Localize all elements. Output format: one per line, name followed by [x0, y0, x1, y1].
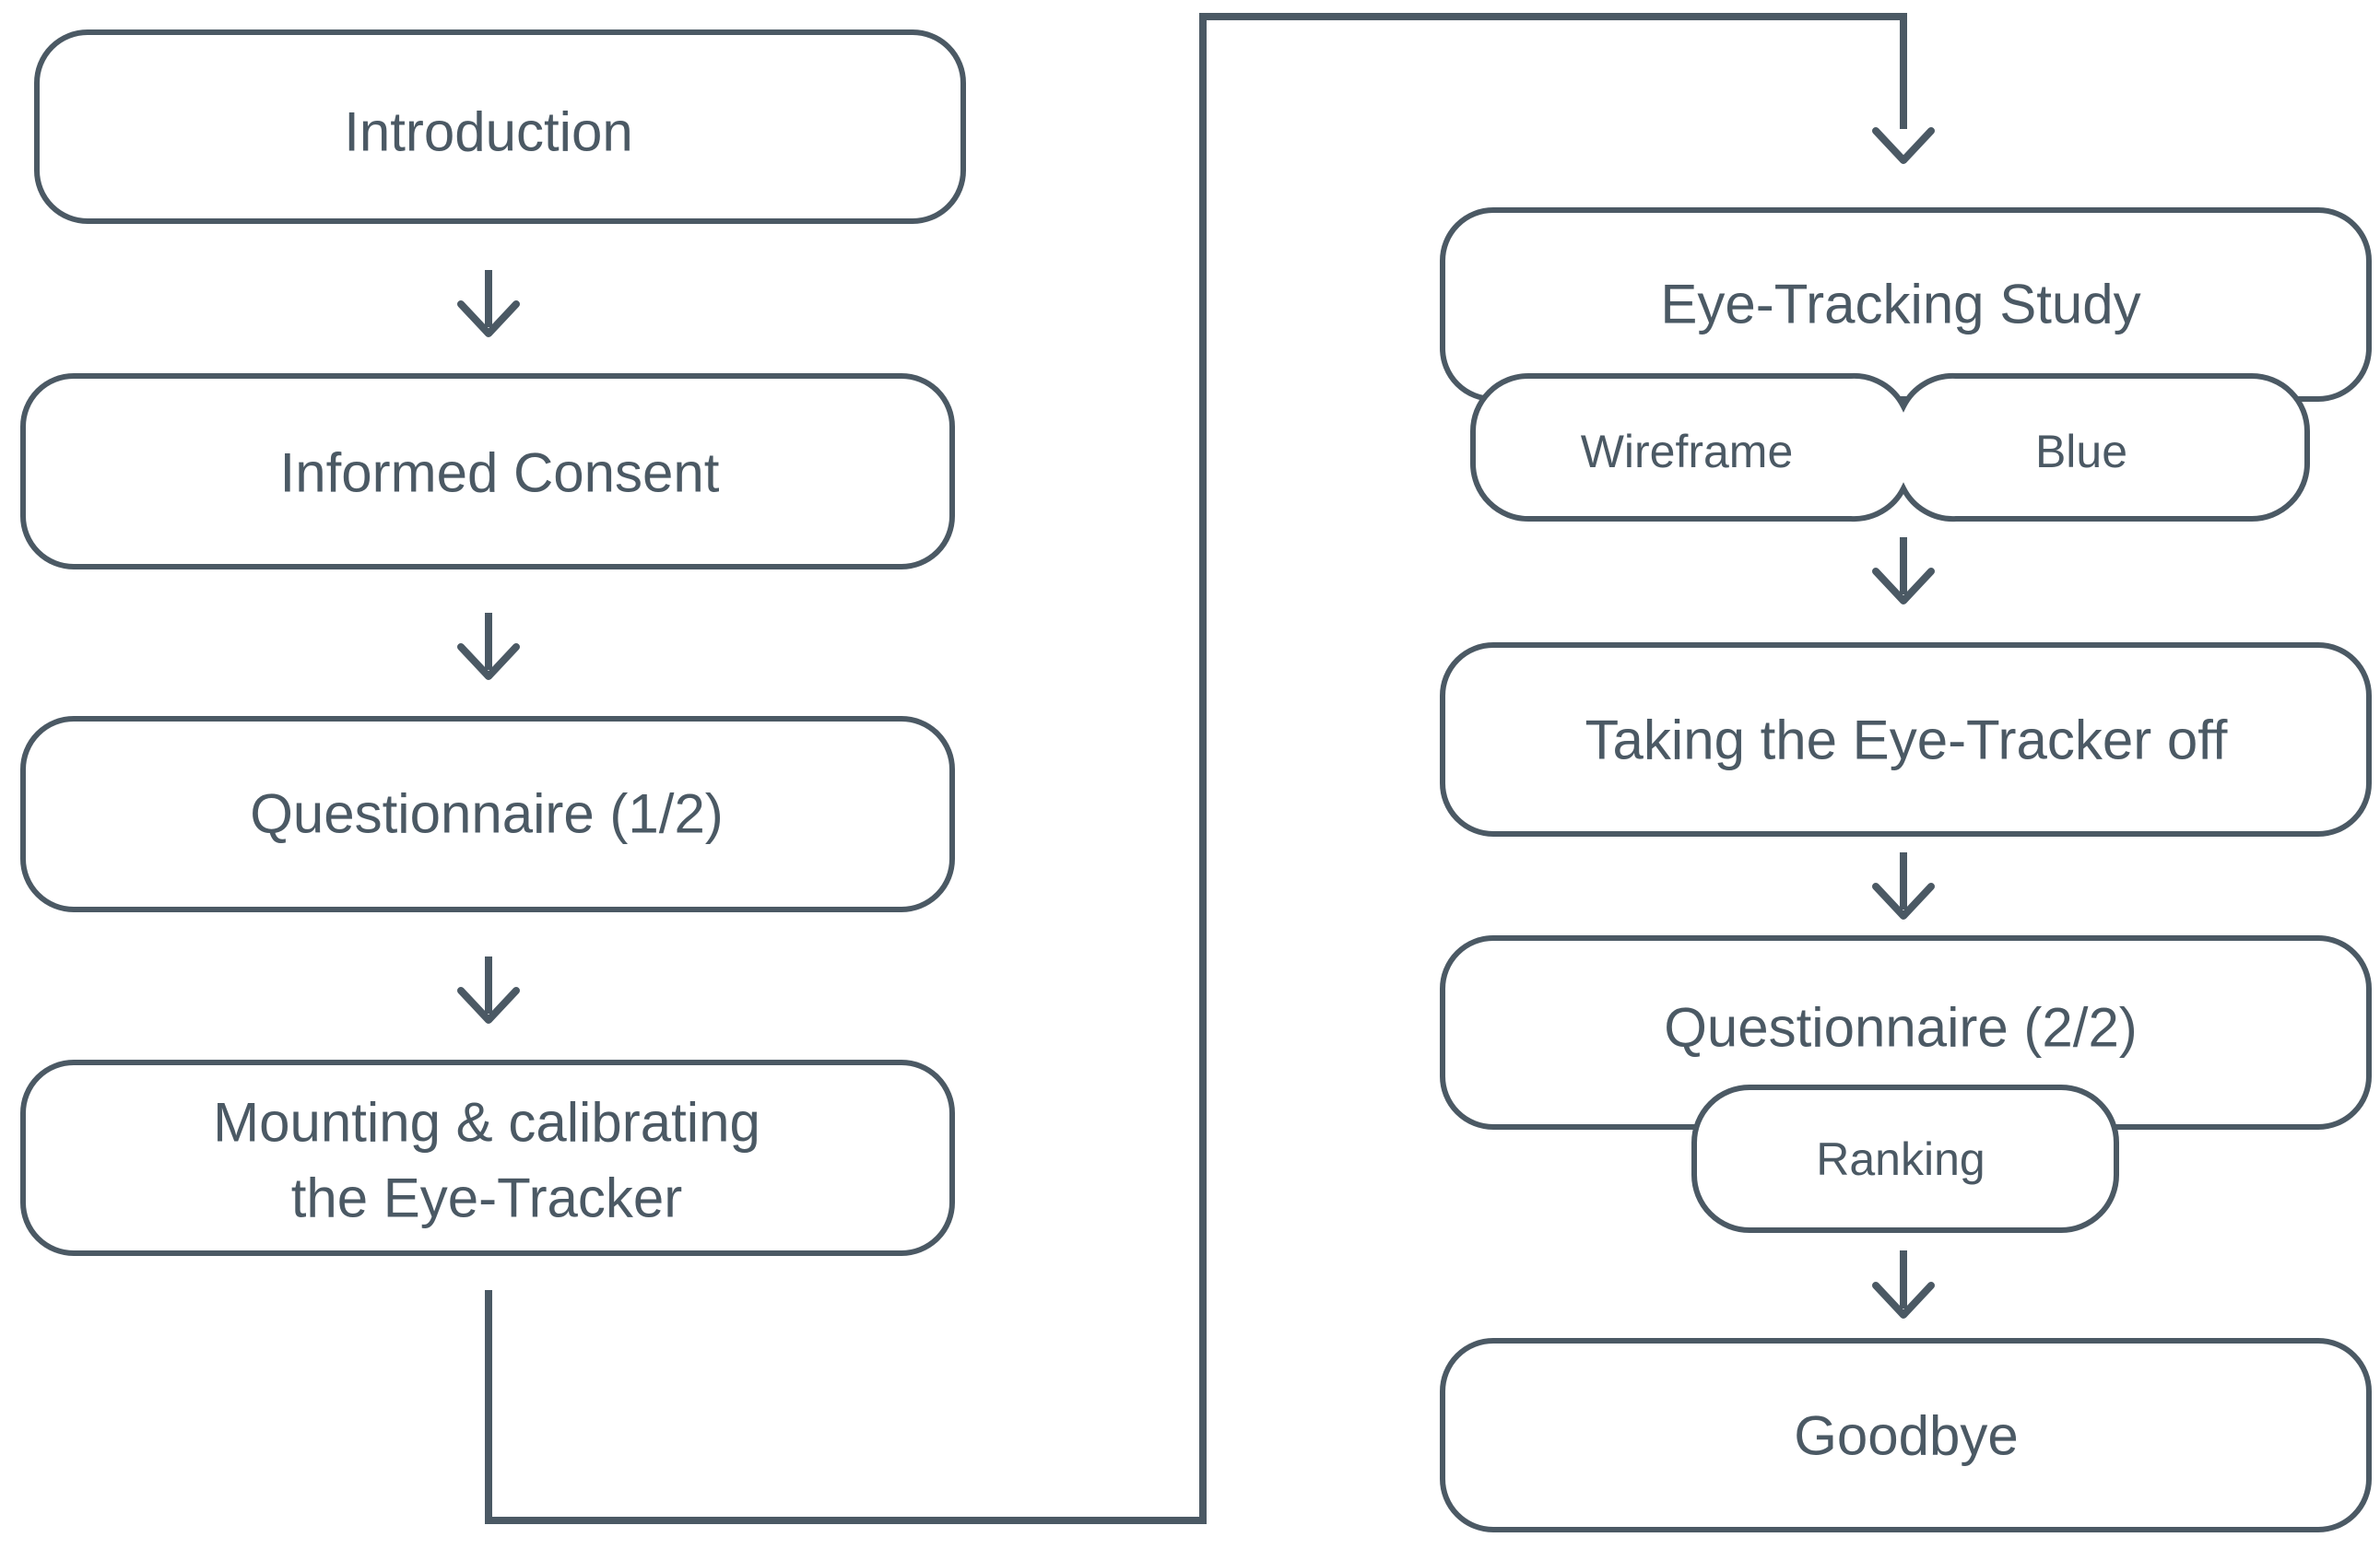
- arrow-down-icon: [1872, 1282, 1935, 1319]
- arrow-down-icon: [1872, 127, 1935, 164]
- informed-consent-box: [20, 373, 955, 569]
- taking-eye-tracker-off-label: Taking the Eye-Tracker off: [1585, 710, 2228, 771]
- arrow-down-icon: [457, 300, 520, 337]
- arrow-down-icon: [457, 987, 520, 1024]
- goodbye-box: [1440, 1338, 2372, 1532]
- wireframe-condition-pill: [1470, 372, 2310, 522]
- arrow-down-icon: [1872, 883, 1935, 920]
- questionnaire-2-label: Questionnaire (2/2): [1664, 997, 2138, 1059]
- questionnaire-1-box: [20, 716, 955, 912]
- eye-tracking-study-label: Eye-Tracking Study: [1660, 274, 2140, 335]
- blue-condition-label: Blue: [2035, 426, 2127, 477]
- arrow-down-icon: [457, 643, 520, 680]
- wireframe-condition-label: Wireframe: [1581, 426, 1794, 477]
- mounting-calibrating-label-line2: the Eye-Tracker: [291, 1168, 683, 1229]
- goodbye-label: Goodbye: [1794, 1405, 2019, 1467]
- mounting-calibrating-label-line1: Mounting & calibrating: [213, 1092, 760, 1154]
- ranking-pill: [1691, 1085, 2119, 1233]
- introduction-box: [34, 29, 966, 224]
- questionnaire-1-label: Questionnaire (1/2): [250, 783, 724, 845]
- informed-consent-label: Informed Consent: [280, 442, 720, 504]
- ranking-label: Ranking: [1816, 1133, 1985, 1185]
- taking-eye-tracker-off-box: [1440, 642, 2372, 837]
- mounting-calibrating-box: [20, 1060, 955, 1256]
- arrow-down-icon: [1872, 568, 1935, 604]
- introduction-label: Introduction: [344, 101, 633, 163]
- column-connector-line: [485, 13, 1907, 1524]
